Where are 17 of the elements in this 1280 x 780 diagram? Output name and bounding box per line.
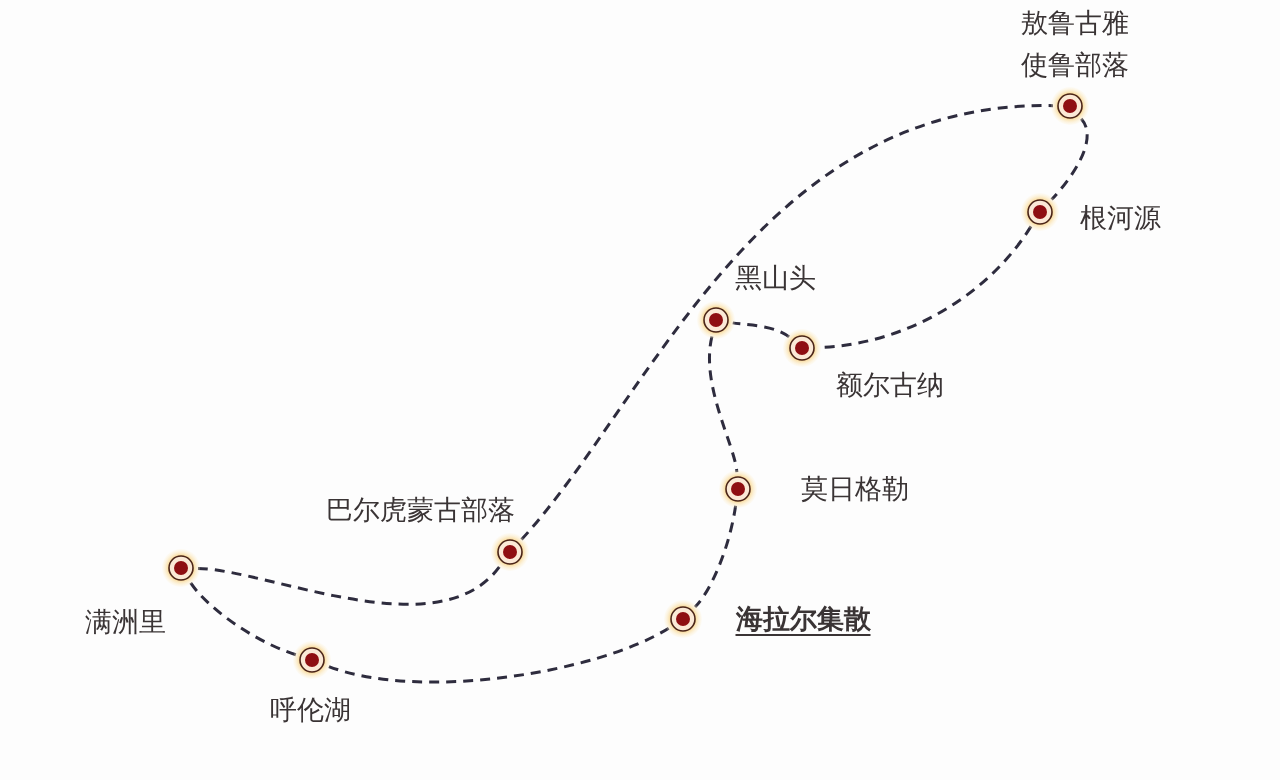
place-label: 额尔古纳 xyxy=(836,368,944,402)
dashed-route-line xyxy=(189,581,297,657)
place-label: 黑山头 xyxy=(734,261,816,295)
dashed-route-line xyxy=(732,321,790,339)
dashed-route-line xyxy=(693,505,738,608)
place-label: 根河源 xyxy=(1079,201,1161,235)
dashed-route-line xyxy=(708,336,739,473)
place-label: 呼伦湖 xyxy=(269,693,351,727)
dashed-route-line xyxy=(1050,117,1089,201)
place-label: 敖鲁古雅使鲁部落 xyxy=(1020,6,1130,82)
dashed-route-line xyxy=(520,104,1054,541)
place-label: 海拉尔集散 xyxy=(735,602,871,636)
dashed-route-line xyxy=(327,626,670,684)
place-label: 莫日格勒 xyxy=(801,472,909,506)
place-label: 满洲里 xyxy=(84,605,166,639)
place-label: 巴尔虎蒙古部落 xyxy=(325,493,515,527)
dashed-route-line xyxy=(197,564,502,606)
